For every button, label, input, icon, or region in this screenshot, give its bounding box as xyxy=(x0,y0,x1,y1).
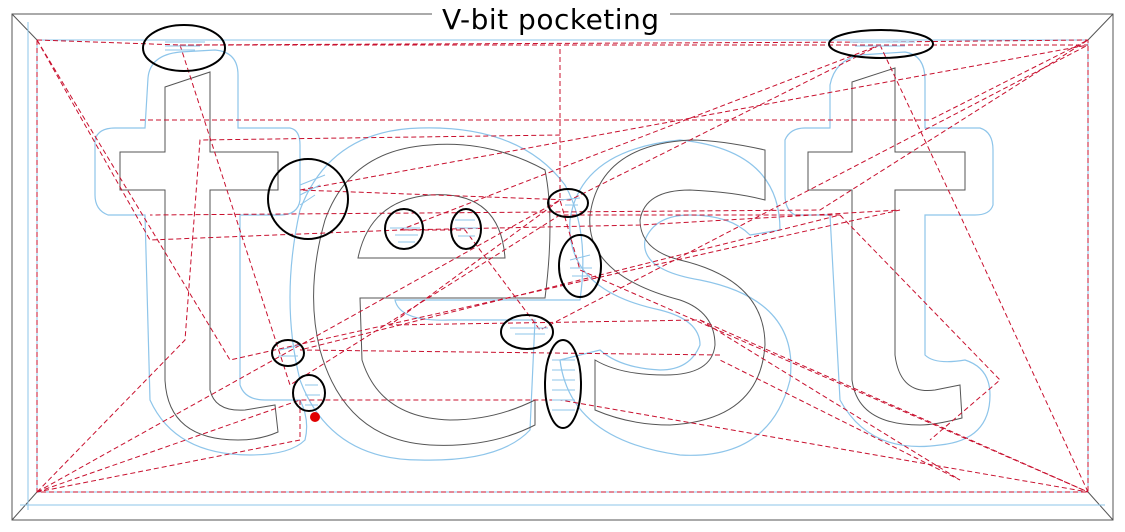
pocket-fill xyxy=(559,197,581,206)
letter-outlines xyxy=(119,67,966,446)
rapid-path xyxy=(839,214,1001,441)
t-right-offset xyxy=(784,51,994,448)
pocket-fill xyxy=(305,384,320,406)
rapid-moves xyxy=(36,39,1089,493)
e-offset xyxy=(289,127,584,461)
rapid-path xyxy=(36,399,1089,493)
annotation-ellipse xyxy=(384,208,424,250)
rapid-path xyxy=(36,400,301,493)
pocket-fill xyxy=(390,227,420,243)
title-container: V-bit pocketing xyxy=(432,0,670,38)
rapid-path xyxy=(140,39,1089,216)
annotation-ellipse xyxy=(500,314,554,350)
rapid-path xyxy=(179,44,841,386)
rapid-path xyxy=(180,44,1089,201)
rapid-path xyxy=(699,319,961,481)
start-point-marker xyxy=(310,412,320,422)
annotations xyxy=(142,24,934,429)
rapid-path xyxy=(36,39,1089,331)
rapid-path xyxy=(36,199,1089,493)
annotation-ellipse xyxy=(450,208,482,250)
s-offset xyxy=(559,139,792,456)
letter-t-right xyxy=(807,67,966,426)
bevel-line xyxy=(11,491,38,521)
annotation-ellipse xyxy=(544,339,582,429)
rapid-path xyxy=(879,44,1089,493)
annotation-ellipse xyxy=(292,374,326,412)
pocket-fill xyxy=(510,327,548,335)
letter-t-left xyxy=(119,71,279,441)
rapid-path xyxy=(36,40,1089,493)
annotation-ellipse xyxy=(558,234,602,298)
bevel-line xyxy=(1087,13,1114,41)
pocket-fill xyxy=(850,41,915,47)
letter-e xyxy=(313,143,551,446)
pocket-fill xyxy=(569,254,592,277)
pocket-fill xyxy=(552,359,575,411)
rapid-path xyxy=(36,39,1089,46)
annotation-ellipse xyxy=(828,29,934,59)
annotation-ellipse xyxy=(142,24,226,72)
rapid-path xyxy=(180,44,1089,493)
rapid-path xyxy=(36,39,901,361)
pocket-fill xyxy=(299,174,326,206)
pocket-fills xyxy=(165,41,915,411)
letter-s xyxy=(589,139,766,426)
pocket-fill xyxy=(455,219,478,237)
pocket-fill xyxy=(278,344,301,357)
annotation-ellipse xyxy=(271,339,305,367)
annotation-ellipse xyxy=(547,188,589,218)
pocket-fill xyxy=(165,41,205,51)
bevel-line xyxy=(11,13,38,41)
rapid-path xyxy=(36,134,561,493)
diagram-title: V-bit pocketing xyxy=(442,2,660,36)
annotation-ellipse xyxy=(267,158,349,240)
bevel-line xyxy=(1087,491,1114,521)
